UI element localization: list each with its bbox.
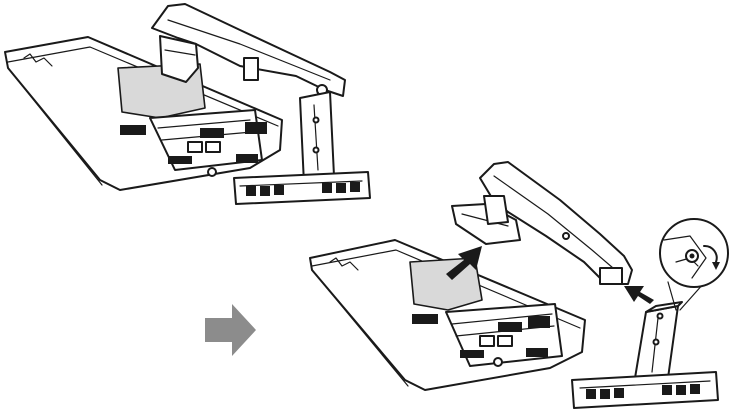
vent-right: [245, 122, 267, 134]
vent-lower-left: [168, 156, 192, 164]
transition-arrow-icon: [205, 304, 256, 356]
scene-stand-attached: [4, 3, 371, 205]
stand-arm-right: [451, 161, 633, 285]
stand-base-right: [571, 371, 719, 409]
release-knob-callout: [659, 218, 729, 311]
lift-arrow-icon: [446, 246, 482, 280]
rotate-arrow-icon: [703, 245, 720, 270]
scene-stand-detached: [309, 161, 729, 409]
vent-lower-right: [236, 154, 258, 163]
stand-post-right: [633, 301, 683, 385]
insert-arrow-icon: [624, 286, 654, 304]
vent-center: [200, 128, 224, 138]
stand-base-left: [233, 171, 371, 205]
stand-arm-left: [151, 3, 346, 97]
monitor-panel-right: [309, 239, 586, 391]
vent-left: [120, 125, 146, 135]
stand-post-left: [299, 91, 335, 185]
monitor-panel-left: [4, 36, 283, 191]
